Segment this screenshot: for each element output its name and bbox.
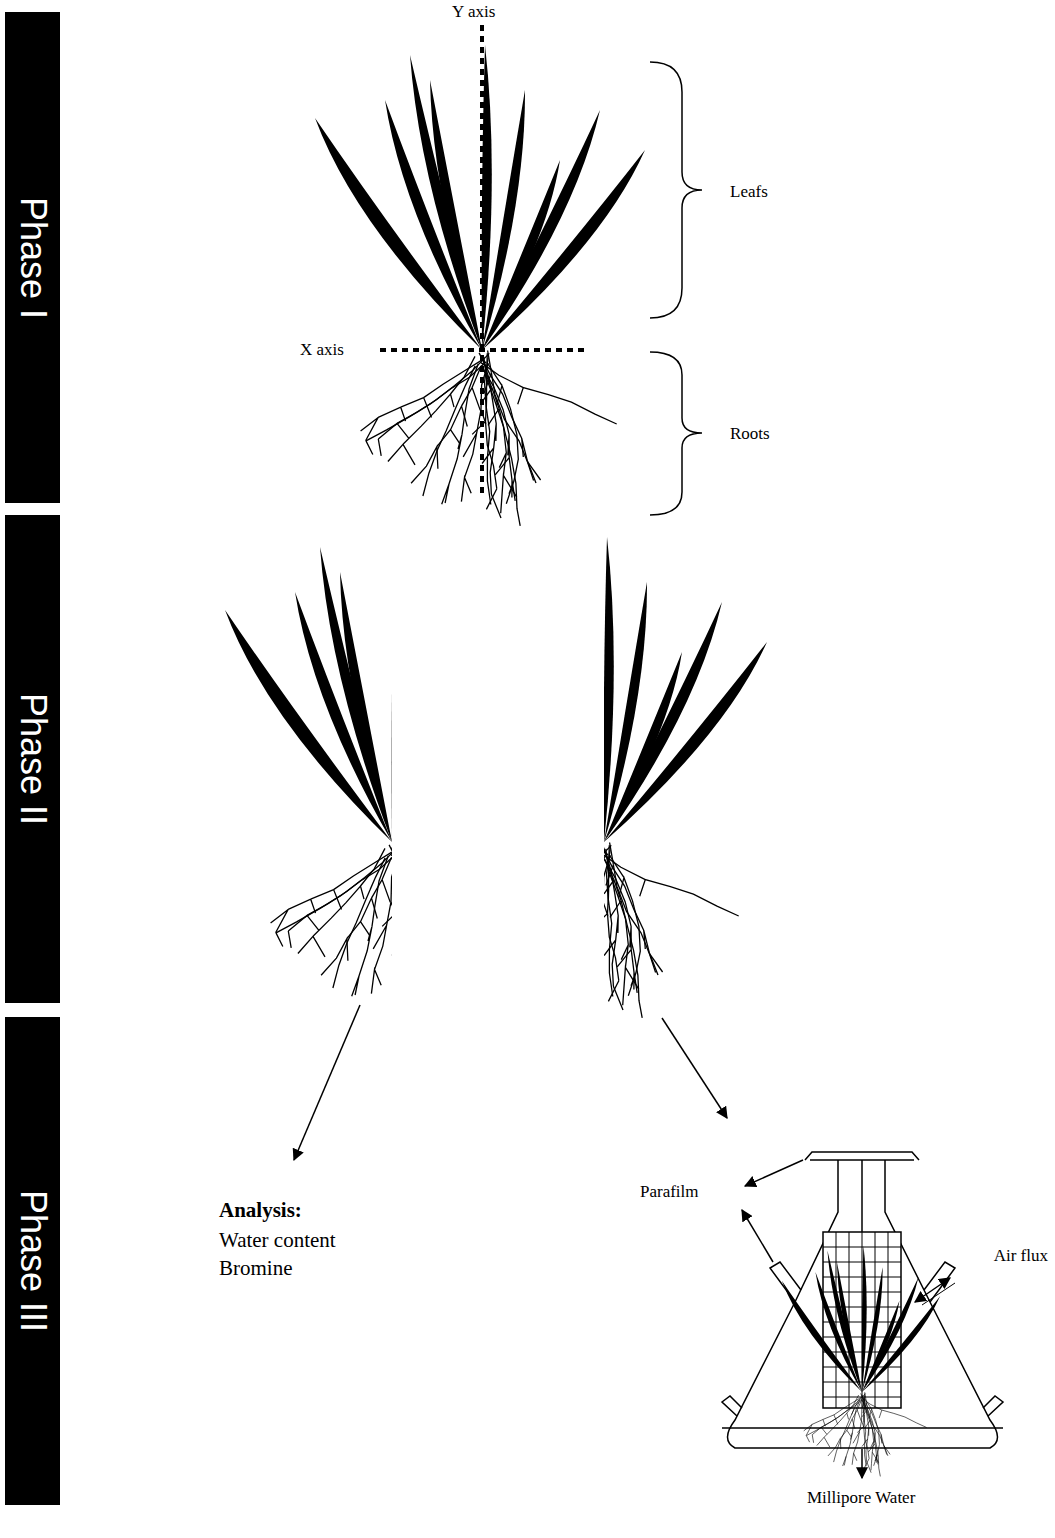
phase-band: Phase III bbox=[5, 1017, 60, 1505]
axis-label: X axis bbox=[298, 340, 346, 360]
brace bbox=[650, 62, 702, 318]
right-half-plant bbox=[604, 537, 767, 1018]
x-axis-line bbox=[380, 348, 585, 352]
phase-label: Phase II bbox=[12, 693, 54, 825]
part-label: Roots bbox=[728, 424, 772, 444]
brace bbox=[650, 352, 702, 515]
left-half-plant bbox=[225, 537, 392, 1018]
part-label: Leafs bbox=[728, 182, 770, 202]
mesh-line bbox=[823, 1307, 901, 1308]
phase-band: Phase I bbox=[5, 12, 60, 503]
mesh-line bbox=[823, 1247, 901, 1248]
y-axis-line bbox=[480, 25, 484, 498]
phase-label: Phase III bbox=[12, 1190, 54, 1332]
arrow bbox=[662, 1018, 727, 1118]
mesh-line bbox=[823, 1277, 901, 1278]
part-label: Millipore Water bbox=[805, 1488, 917, 1508]
leader-arrow bbox=[742, 1210, 773, 1262]
half-plant-in-flask bbox=[782, 1246, 940, 1477]
arrow bbox=[294, 1005, 360, 1160]
phase-band: Phase II bbox=[5, 515, 60, 1003]
analysis-item: Bromine bbox=[217, 1256, 295, 1281]
phase-label: Phase I bbox=[12, 196, 54, 318]
analysis-item: Water content bbox=[217, 1228, 338, 1253]
part-label: Parafilm bbox=[638, 1182, 701, 1202]
axis-label: Y axis bbox=[450, 2, 497, 22]
leader-arrow bbox=[745, 1160, 803, 1186]
water-outlet-arrow bbox=[861, 1449, 863, 1478]
air-flux-arrow bbox=[922, 1283, 955, 1305]
part-label: Air flux bbox=[992, 1246, 1050, 1266]
heading-label: Analysis: bbox=[217, 1198, 304, 1223]
mesh-line bbox=[823, 1262, 901, 1263]
